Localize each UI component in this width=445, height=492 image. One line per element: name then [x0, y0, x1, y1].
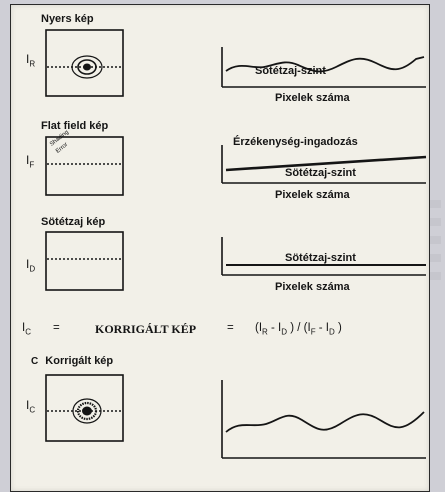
panel-2-variable: IF: [26, 153, 35, 170]
panel-3-profile: [221, 237, 426, 276]
panel-3-signal-label: Sötétzaj-szint: [285, 252, 356, 264]
panel-4-profile: [221, 380, 426, 459]
panel-3-title: Sötétzaj kép: [41, 216, 106, 228]
panel-1-title: Nyers kép: [41, 13, 94, 25]
panel-1-axis-label: Pixelek száma: [275, 92, 350, 104]
panel-2-image: [45, 136, 124, 196]
panel-2-signal-label-1: Érzékenység-ingadozás: [233, 136, 358, 148]
panel-4-title: C Korrigált kép: [31, 355, 113, 367]
panel-4-variable: IC: [26, 398, 36, 415]
formula-equals-2: =: [227, 322, 234, 334]
correction-formula: IC = KORRIGÁLT KÉP = (IR - ID ) / (IF - …: [11, 322, 429, 342]
panel-4-prefix: C: [31, 356, 39, 367]
formula-name: KORRIGÁLT KÉP: [95, 322, 197, 336]
panel-3-axis-label: Pixelek száma: [275, 281, 350, 293]
panel-3-image: [45, 231, 124, 291]
panel-1-profile: [221, 47, 426, 88]
panel-2-profile: [221, 145, 427, 184]
formula-lhs: IC: [22, 322, 31, 337]
panel-2-title: Flat field kép: [41, 120, 109, 132]
formula-rhs: (IR - ID ) / (IF - ID ): [255, 322, 342, 337]
formula-equals-1: =: [53, 322, 60, 334]
panel-1-image: [45, 29, 124, 97]
panel-2-signal-label-2: Sötétzaj-szint: [285, 167, 356, 179]
panel-4-title-text: Korrigált kép: [45, 355, 114, 367]
diagram-frame: Nyers kép IR Sötétzaj-szint Pixelek szám…: [10, 4, 430, 492]
panel-4-image: [45, 374, 124, 442]
panel-1-signal-label: Sötétzaj-szint: [255, 65, 326, 77]
panel-2-axis-label: Pixelek száma: [275, 189, 350, 201]
panel-1-variable: IR: [26, 52, 36, 69]
panel-3-variable: ID: [26, 257, 36, 274]
